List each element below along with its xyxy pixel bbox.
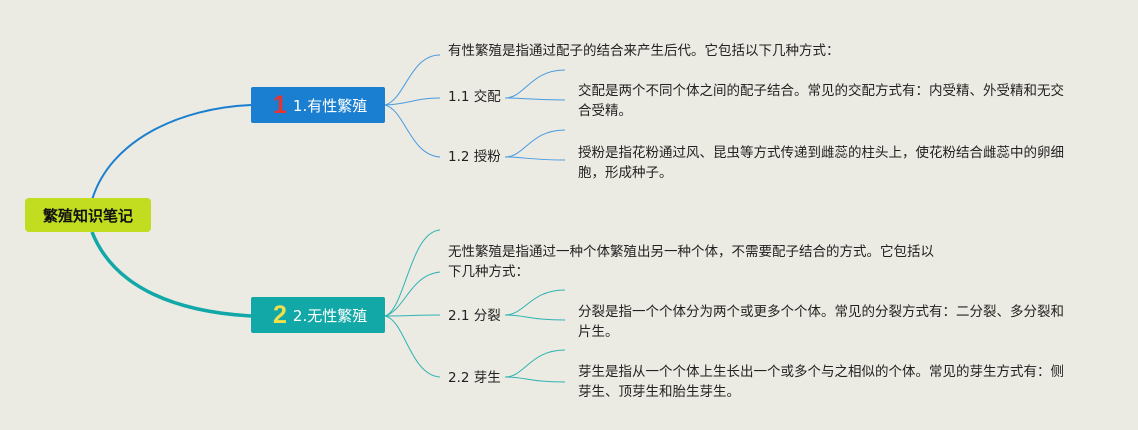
subtopic-fission[interactable]: 2.1 分裂	[448, 308, 501, 324]
root-topic-label: 繁殖知识笔记	[42, 206, 133, 225]
connector-b1-intro	[384, 54, 441, 106]
number-one-icon: 1	[273, 90, 287, 119]
connector-b2-c1	[384, 314, 441, 317]
connector-root-branch2	[90, 231, 252, 318]
connector-b1-c1	[384, 97, 441, 106]
connector-b2-intro2	[384, 271, 441, 317]
connector-b2-intro	[384, 229, 441, 317]
subtopic-desc-mating: 交配是两个不同个体之间的配子结合。常见的交配方式有：内受精、外受精和无交合受精。	[578, 83, 1064, 119]
branch-label: 2.无性繁殖	[292, 306, 368, 325]
connector-b2c1-desc2	[504, 314, 566, 321]
connector-b1-c2	[384, 104, 441, 158]
branch-topic-sexual-reproduction[interactable]: 1 1.有性繁殖	[251, 87, 385, 123]
connector-root-branch1	[91, 104, 252, 201]
connector-b1c1-desc	[504, 69, 566, 99]
branch-label: 1.有性繁殖	[292, 96, 368, 115]
connector-b2-c2	[384, 315, 441, 378]
root-topic[interactable]: 繁殖知识笔记	[25, 198, 151, 232]
subtopic-desc-pollination: 授粉是指花粉通过风、昆虫等方式传递到雌蕊的柱头上，使花粉结合雌蕊中的卵细胞，形成…	[578, 145, 1064, 181]
branch-topic-asexual-reproduction[interactable]: 2 2.无性繁殖	[251, 297, 385, 333]
subtopic-pollination[interactable]: 1.2 授粉	[448, 149, 501, 165]
connector-b2c1-desc	[504, 289, 566, 316]
connector-b2c2-desc2	[504, 376, 566, 383]
connector-b1c1-desc2	[504, 97, 566, 101]
number-two-icon: 2	[273, 300, 287, 329]
branch-intro-text: 无性繁殖是指通过一种个体繁殖出另一种个体，不需要配子结合的方式。它包括以下几种方…	[448, 244, 934, 280]
connector-b2c2-desc	[504, 349, 566, 378]
subtopic-mating[interactable]: 1.1 交配	[448, 89, 501, 105]
branch-intro-text: 有性繁殖是指通过配子的结合来产生后代。它包括以下几种方式：	[448, 43, 840, 59]
subtopic-desc-budding: 芽生是指从一个个体上生长出一个或多个与之相似的个体。常见的芽生方式有：侧芽生、顶…	[578, 364, 1064, 400]
subtopic-desc-fission: 分裂是指一个个体分为两个或更多个个体。常见的分裂方式有：二分裂、多分裂和片生。	[578, 304, 1064, 340]
connector-b1c2-desc	[504, 129, 566, 158]
connector-b1c2-desc2	[504, 156, 566, 161]
subtopic-budding[interactable]: 2.2 芽生	[448, 370, 501, 386]
